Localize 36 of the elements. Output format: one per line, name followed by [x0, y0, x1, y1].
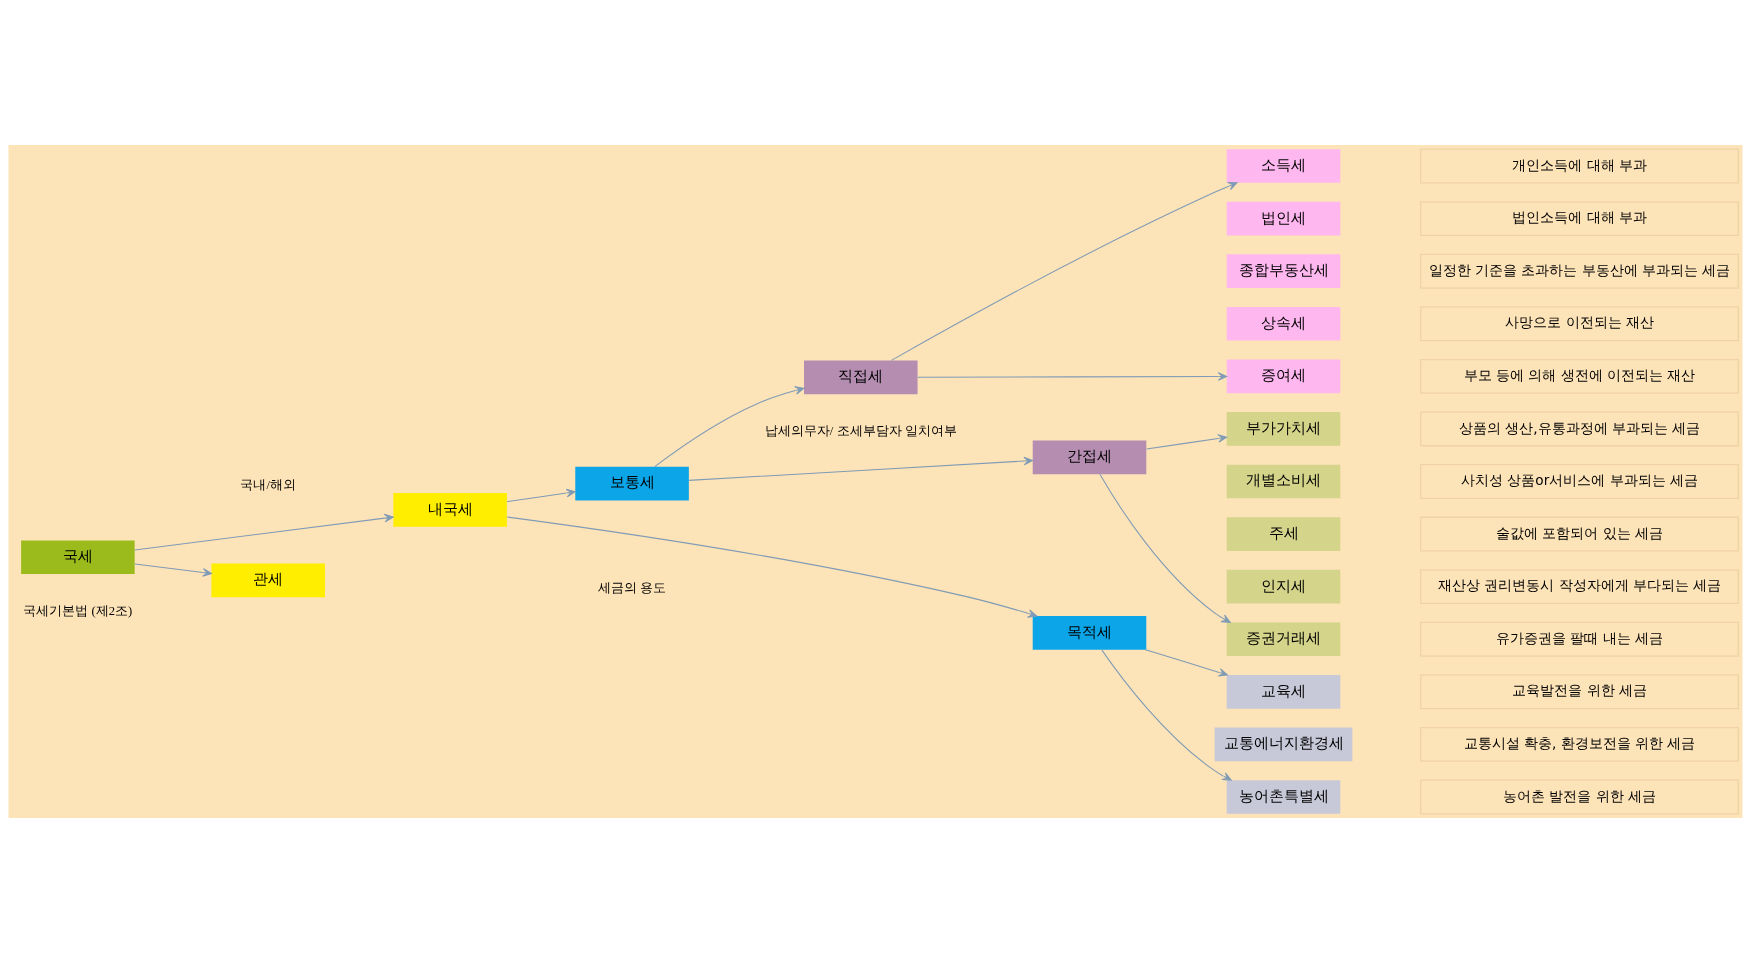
node-box: 내국세 [393, 492, 507, 527]
node-box: 종합부동산세 [1226, 253, 1341, 288]
label: 납세의무자/ 조세부담자 일치여부 [764, 423, 957, 438]
node-box: 교육세 [1226, 674, 1341, 709]
arrow [1145, 648, 1228, 677]
node-label: 국세기본법 (제2조) [23, 603, 133, 618]
arrow [890, 181, 1238, 361]
node-box: 소득세 [1226, 148, 1341, 183]
arrow [1146, 433, 1228, 450]
arrow [134, 513, 394, 551]
node-box: 직접세 [804, 360, 918, 394]
node-box: 개별소비세 [1226, 464, 1341, 498]
node-box: 관세 [211, 563, 325, 597]
node-box: 상속세 [1226, 306, 1341, 341]
arrow [506, 488, 576, 502]
label: 세금의 용도 [597, 580, 667, 595]
arrow [1099, 473, 1231, 623]
arrow [506, 516, 1038, 618]
node-box: 증여세 [1226, 359, 1341, 393]
arrow [688, 456, 1034, 481]
node-box: 간접세 [1032, 440, 1147, 474]
arrow [1101, 649, 1232, 781]
arrow [917, 371, 1228, 381]
node-box: 법인세 [1226, 201, 1341, 235]
label: 국내/해외 [240, 477, 296, 492]
node-box: 인지세 [1226, 569, 1341, 603]
arrow [134, 563, 212, 577]
arrow [654, 385, 805, 467]
node-box: 증권거래세 [1226, 621, 1341, 656]
node-box: 교통에너지환경세 [1214, 727, 1353, 761]
node-box: 목적세 [1032, 615, 1147, 650]
node-box: 보통세 [575, 466, 689, 500]
node-box: 부가가치세 [1226, 411, 1341, 446]
node-box: 주세 [1226, 516, 1341, 551]
node-box: 농어촌특별세 [1226, 779, 1341, 814]
node-box: 국세 [21, 539, 135, 574]
